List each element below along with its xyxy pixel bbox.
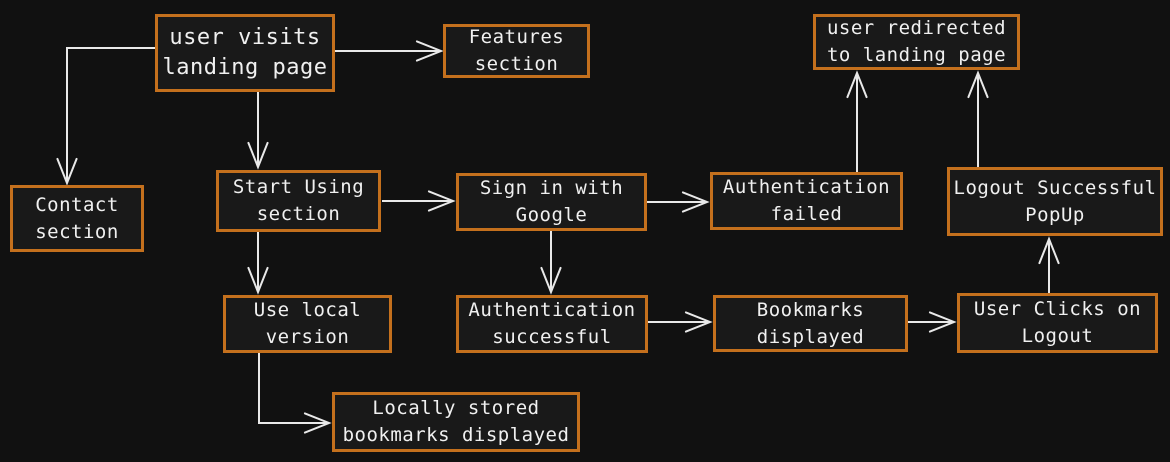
node-user-redirected-landing: user redirected to landing page: [813, 14, 1020, 70]
edge-signin-to-failed: [647, 191, 710, 213]
edge-uselocal-to-locally: [258, 353, 332, 434]
node-contact-section: Contact section: [10, 185, 144, 252]
edge-start-to-uselocal: [247, 232, 269, 295]
edge-visits-to-start: [247, 92, 269, 170]
node-locally-stored-bookmarks: Locally stored bookmarks displayed: [332, 392, 580, 452]
edge-visits-to-features: [335, 40, 444, 62]
node-logout-successful-popup: Logout Successful PopUp: [947, 167, 1163, 236]
edge-successful-to-bookmarks: [648, 311, 713, 333]
node-start-using-section: Start Using section: [216, 170, 381, 232]
node-features-section: Features section: [443, 24, 590, 78]
node-sign-in-with-google: Sign in with Google: [456, 173, 647, 231]
edge-visits-to-contact: [56, 47, 155, 186]
edge-bookmarks-to-logout: [908, 311, 957, 333]
edge-failed-to-redirected: [846, 70, 868, 172]
node-bookmarks-displayed: Bookmarks displayed: [713, 295, 908, 352]
edge-logout-to-popup: [1038, 236, 1060, 293]
node-authentication-successful: Authentication successful: [456, 295, 648, 353]
edge-start-to-signin: [382, 190, 456, 212]
node-user-clicks-on-logout: User Clicks on Logout: [957, 293, 1158, 353]
edge-signin-to-successful: [540, 231, 562, 295]
node-use-local-version: Use local version: [223, 295, 392, 353]
node-user-visits-landing-page: user visits landing page: [155, 14, 335, 92]
node-authentication-failed: Authentication failed: [710, 172, 903, 230]
edge-popup-to-redirected: [967, 70, 989, 167]
